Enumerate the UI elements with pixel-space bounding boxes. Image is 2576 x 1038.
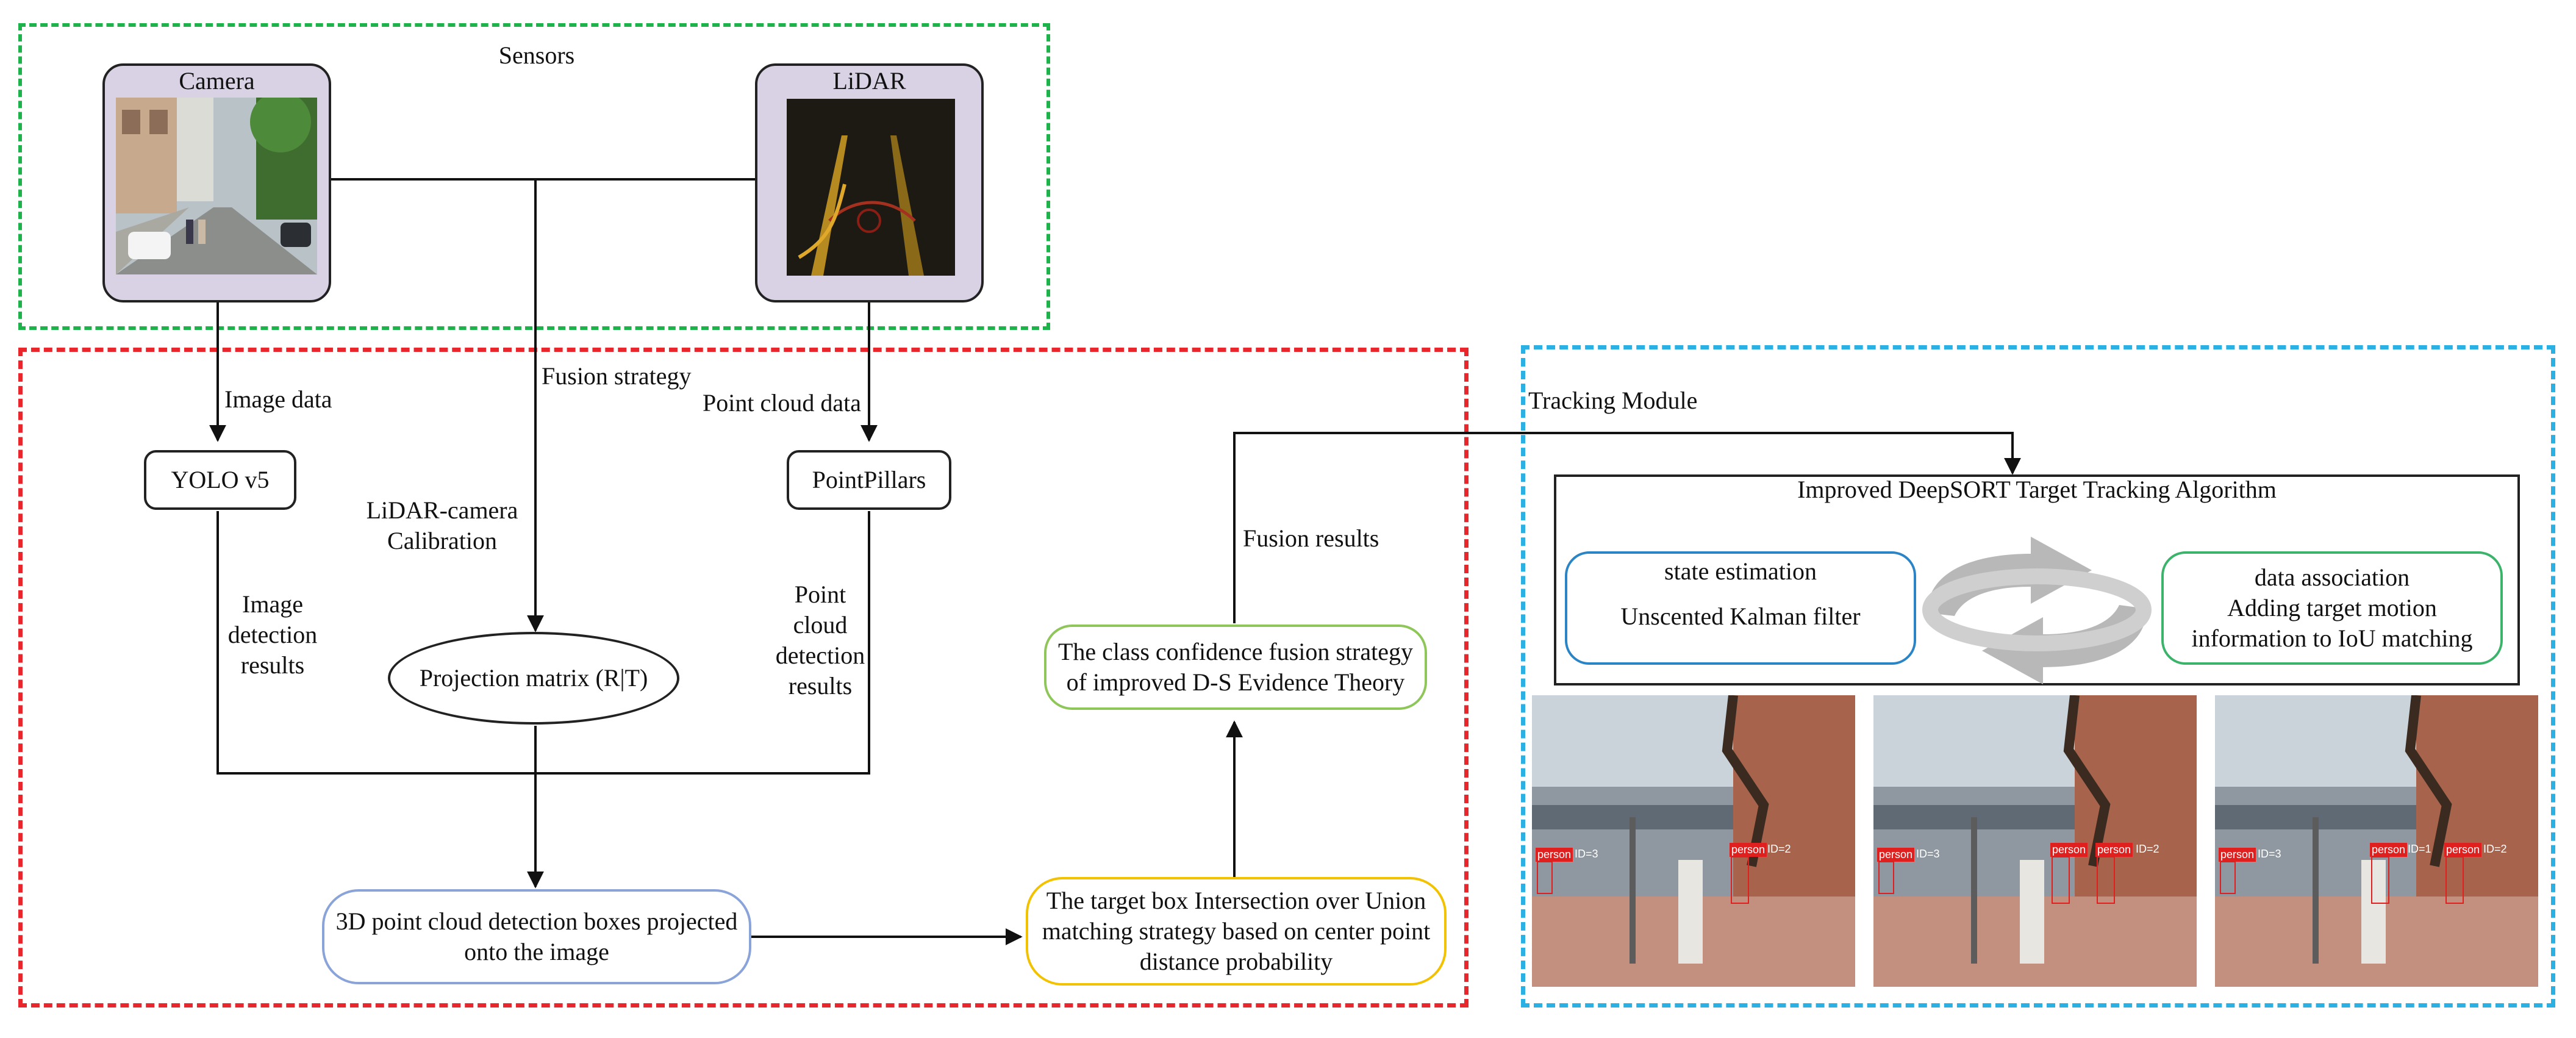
camera-image [116, 98, 317, 274]
calibration-label: LiDAR-camera Calibration [348, 495, 537, 556]
frame-2-tag-3: person [2050, 843, 2088, 857]
boxes-line-1: 3D point cloud detection boxes projected [335, 907, 738, 935]
state-estimation-node: state estimation Unscented Kalman filter [1565, 551, 1916, 665]
state-line-2: Unscented Kalman filter [1620, 603, 1861, 630]
frame-3-box [2445, 856, 2464, 904]
point-results-line-4: results [788, 672, 853, 700]
state-line-1: state estimation [1664, 557, 1817, 585]
point-cloud-data-label: Point cloud data [703, 389, 861, 417]
tracking-frame-2: person ID=3 person person ID=2 [1873, 695, 2197, 987]
boxes-projected-node: 3D point cloud detection boxes projected… [322, 889, 751, 984]
frame-1-tag-4: ID=2 [1767, 843, 1791, 855]
fusion-strategy-label: Fusion strategy [542, 362, 692, 390]
data-association-node: data association Adding target motion in… [2161, 551, 2503, 665]
ds-line-2: of improved D-S Evidence Theory [1066, 668, 1405, 696]
lidar-image [787, 99, 955, 276]
image-results-label: Image detection results [221, 589, 324, 681]
frame-3-box [2220, 861, 2236, 894]
frame-1-tag-1: person [1536, 848, 1573, 862]
point-results-line-3: detection [775, 642, 865, 669]
camera-label: Camera [179, 67, 255, 95]
sensors-title: Sensors [498, 41, 575, 69]
frame-3-tag-3: person [2370, 843, 2408, 857]
frame-2-tag-4: person [2095, 843, 2133, 857]
image-results-line-1: Image [242, 590, 303, 618]
iou-matching-node: The target box Intersection over Union m… [1026, 877, 1447, 986]
image-data-label: Image data [224, 385, 332, 413]
iou-line-2: matching strategy based on center point [1042, 917, 1431, 945]
lidar-label: LiDAR [832, 67, 906, 95]
ds-line-1: The class confidence fusion strategy [1057, 638, 1413, 665]
frame-2-box [2097, 856, 2115, 904]
projection-matrix-node: Projection matrix (R|T) [388, 632, 679, 725]
frame-3-tag-5: person [2444, 843, 2482, 857]
boxes-line-2: onto the image [464, 938, 609, 965]
frame-3-tag-2: ID=3 [2258, 848, 2281, 860]
fusion-results-label: Fusion results [1243, 524, 1379, 552]
image-results-line-3: results [240, 651, 305, 679]
frame-1-tag-2: ID=3 [1575, 848, 1598, 860]
frame-2-tag-5: ID=2 [2136, 843, 2159, 855]
frame-3-tag-4: ID=1 [2408, 843, 2431, 855]
pointpillars-node: PointPillars [787, 450, 951, 510]
tracking-module-label: Tracking Module [1528, 387, 1698, 414]
assoc-line-3: information to IoU matching [2191, 625, 2473, 652]
assoc-line-2: Adding target motion [2227, 594, 2437, 621]
frame-3-tag-1: person [2219, 848, 2256, 862]
assoc-line-1: data association [2254, 564, 2410, 591]
image-results-line-2: detection [227, 621, 318, 648]
iou-line-1: The target box Intersection over Union [1046, 887, 1426, 914]
frame-3-box [2371, 856, 2389, 904]
frame-1-box [1537, 861, 1553, 894]
frame-1-box [1731, 856, 1749, 904]
frame-2-box [2052, 856, 2070, 904]
tracking-frame-1: person ID=3 person ID=2 [1532, 695, 1855, 987]
frame-2-box [1878, 861, 1894, 894]
frame-1-tag-3: person [1730, 843, 1767, 857]
frame-3-tag-6: ID=2 [2483, 843, 2507, 855]
fusion-group [18, 348, 1469, 1008]
point-results-line-1: Point [794, 581, 846, 608]
ds-fusion-node: The class confidence fusion strategy of … [1044, 625, 1427, 710]
algorithm-title: Improved DeepSORT Target Tracking Algori… [1797, 476, 2277, 503]
point-results-label: Point cloud detection results [775, 579, 866, 701]
tracking-frame-3: person ID=3 person ID=1 person ID=2 [2215, 695, 2538, 987]
calibration-line-1: LiDAR-camera [366, 496, 518, 524]
iou-line-3: distance probability [1139, 948, 1333, 975]
tracking-group [1521, 345, 2555, 1008]
point-results-line-2: cloud [793, 611, 848, 639]
calibration-line-2: Calibration [387, 527, 497, 554]
frame-2-tag-2: ID=3 [1916, 848, 1940, 860]
yolo-node: YOLO v5 [144, 450, 296, 510]
frame-2-tag-1: person [1877, 848, 1915, 862]
